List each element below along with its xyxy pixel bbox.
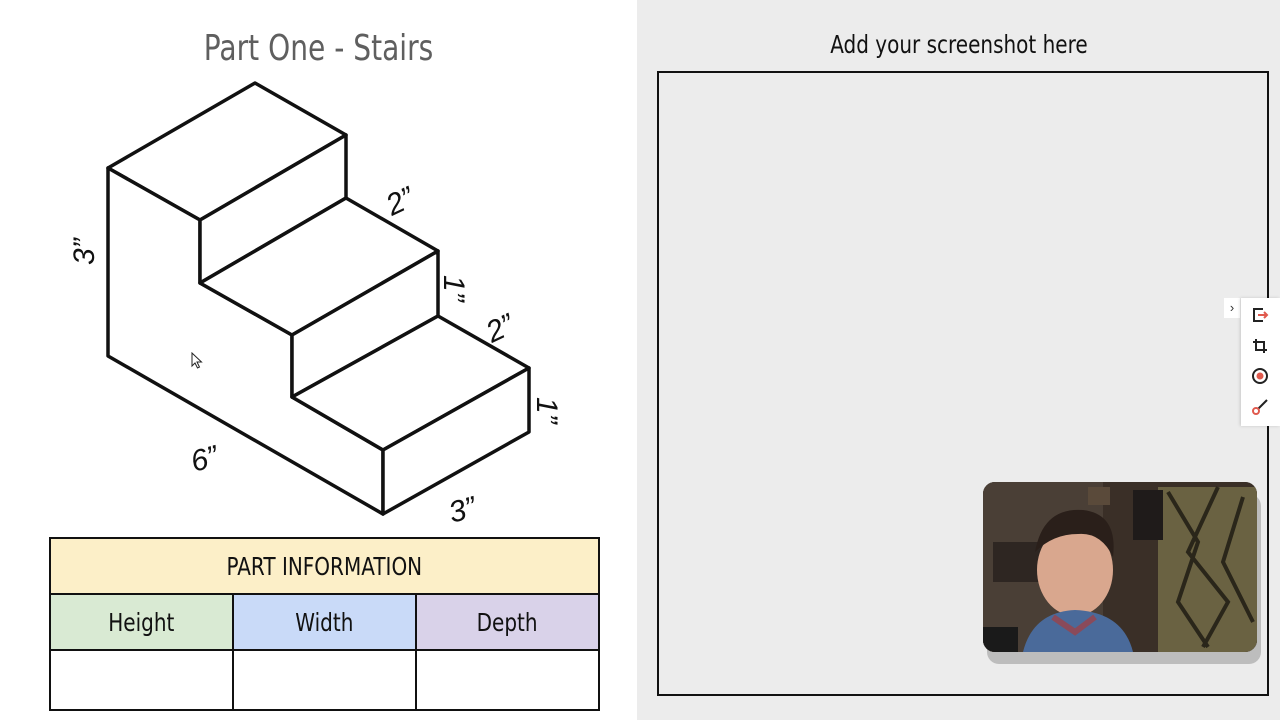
export-icon[interactable]	[1249, 304, 1271, 326]
side-toolbar	[1241, 298, 1280, 426]
screenshot-title: Add your screenshot here	[829, 30, 1088, 59]
column-header-height: Height	[49, 593, 234, 651]
toolbar-toggle[interactable]: ›	[1224, 298, 1240, 318]
record-icon[interactable]	[1249, 365, 1271, 387]
width-value-cell[interactable]	[232, 649, 417, 711]
dimension-label-riser-2: 1”	[530, 397, 563, 426]
webcam-overlay[interactable]	[983, 482, 1257, 652]
pen-icon[interactable]	[1249, 396, 1271, 418]
dimension-label-width: 3”	[445, 490, 481, 529]
table-header: PART INFORMATION	[49, 537, 600, 595]
column-header-width: Width	[232, 593, 417, 651]
part-information-table: PART INFORMATION Height Width Depth	[49, 537, 600, 711]
stairs-drawing: 3” 2” 1” 2” 1” 6” 3”	[40, 70, 610, 530]
depth-value-cell[interactable]	[415, 649, 600, 711]
dimension-label-top-depth: 2”	[380, 180, 421, 222]
mouse-cursor-icon	[191, 352, 203, 369]
crop-icon[interactable]	[1249, 335, 1271, 357]
column-header-depth: Depth	[415, 593, 600, 651]
dimension-label-length: 6”	[187, 439, 223, 478]
dimension-label-left-height: 3”	[68, 236, 101, 265]
height-value-cell[interactable]	[49, 649, 234, 711]
webcam-feed-icon	[983, 482, 1257, 652]
slide-title: Part One - Stairs	[203, 28, 434, 69]
dimension-label-riser-1: 1”	[437, 275, 470, 304]
